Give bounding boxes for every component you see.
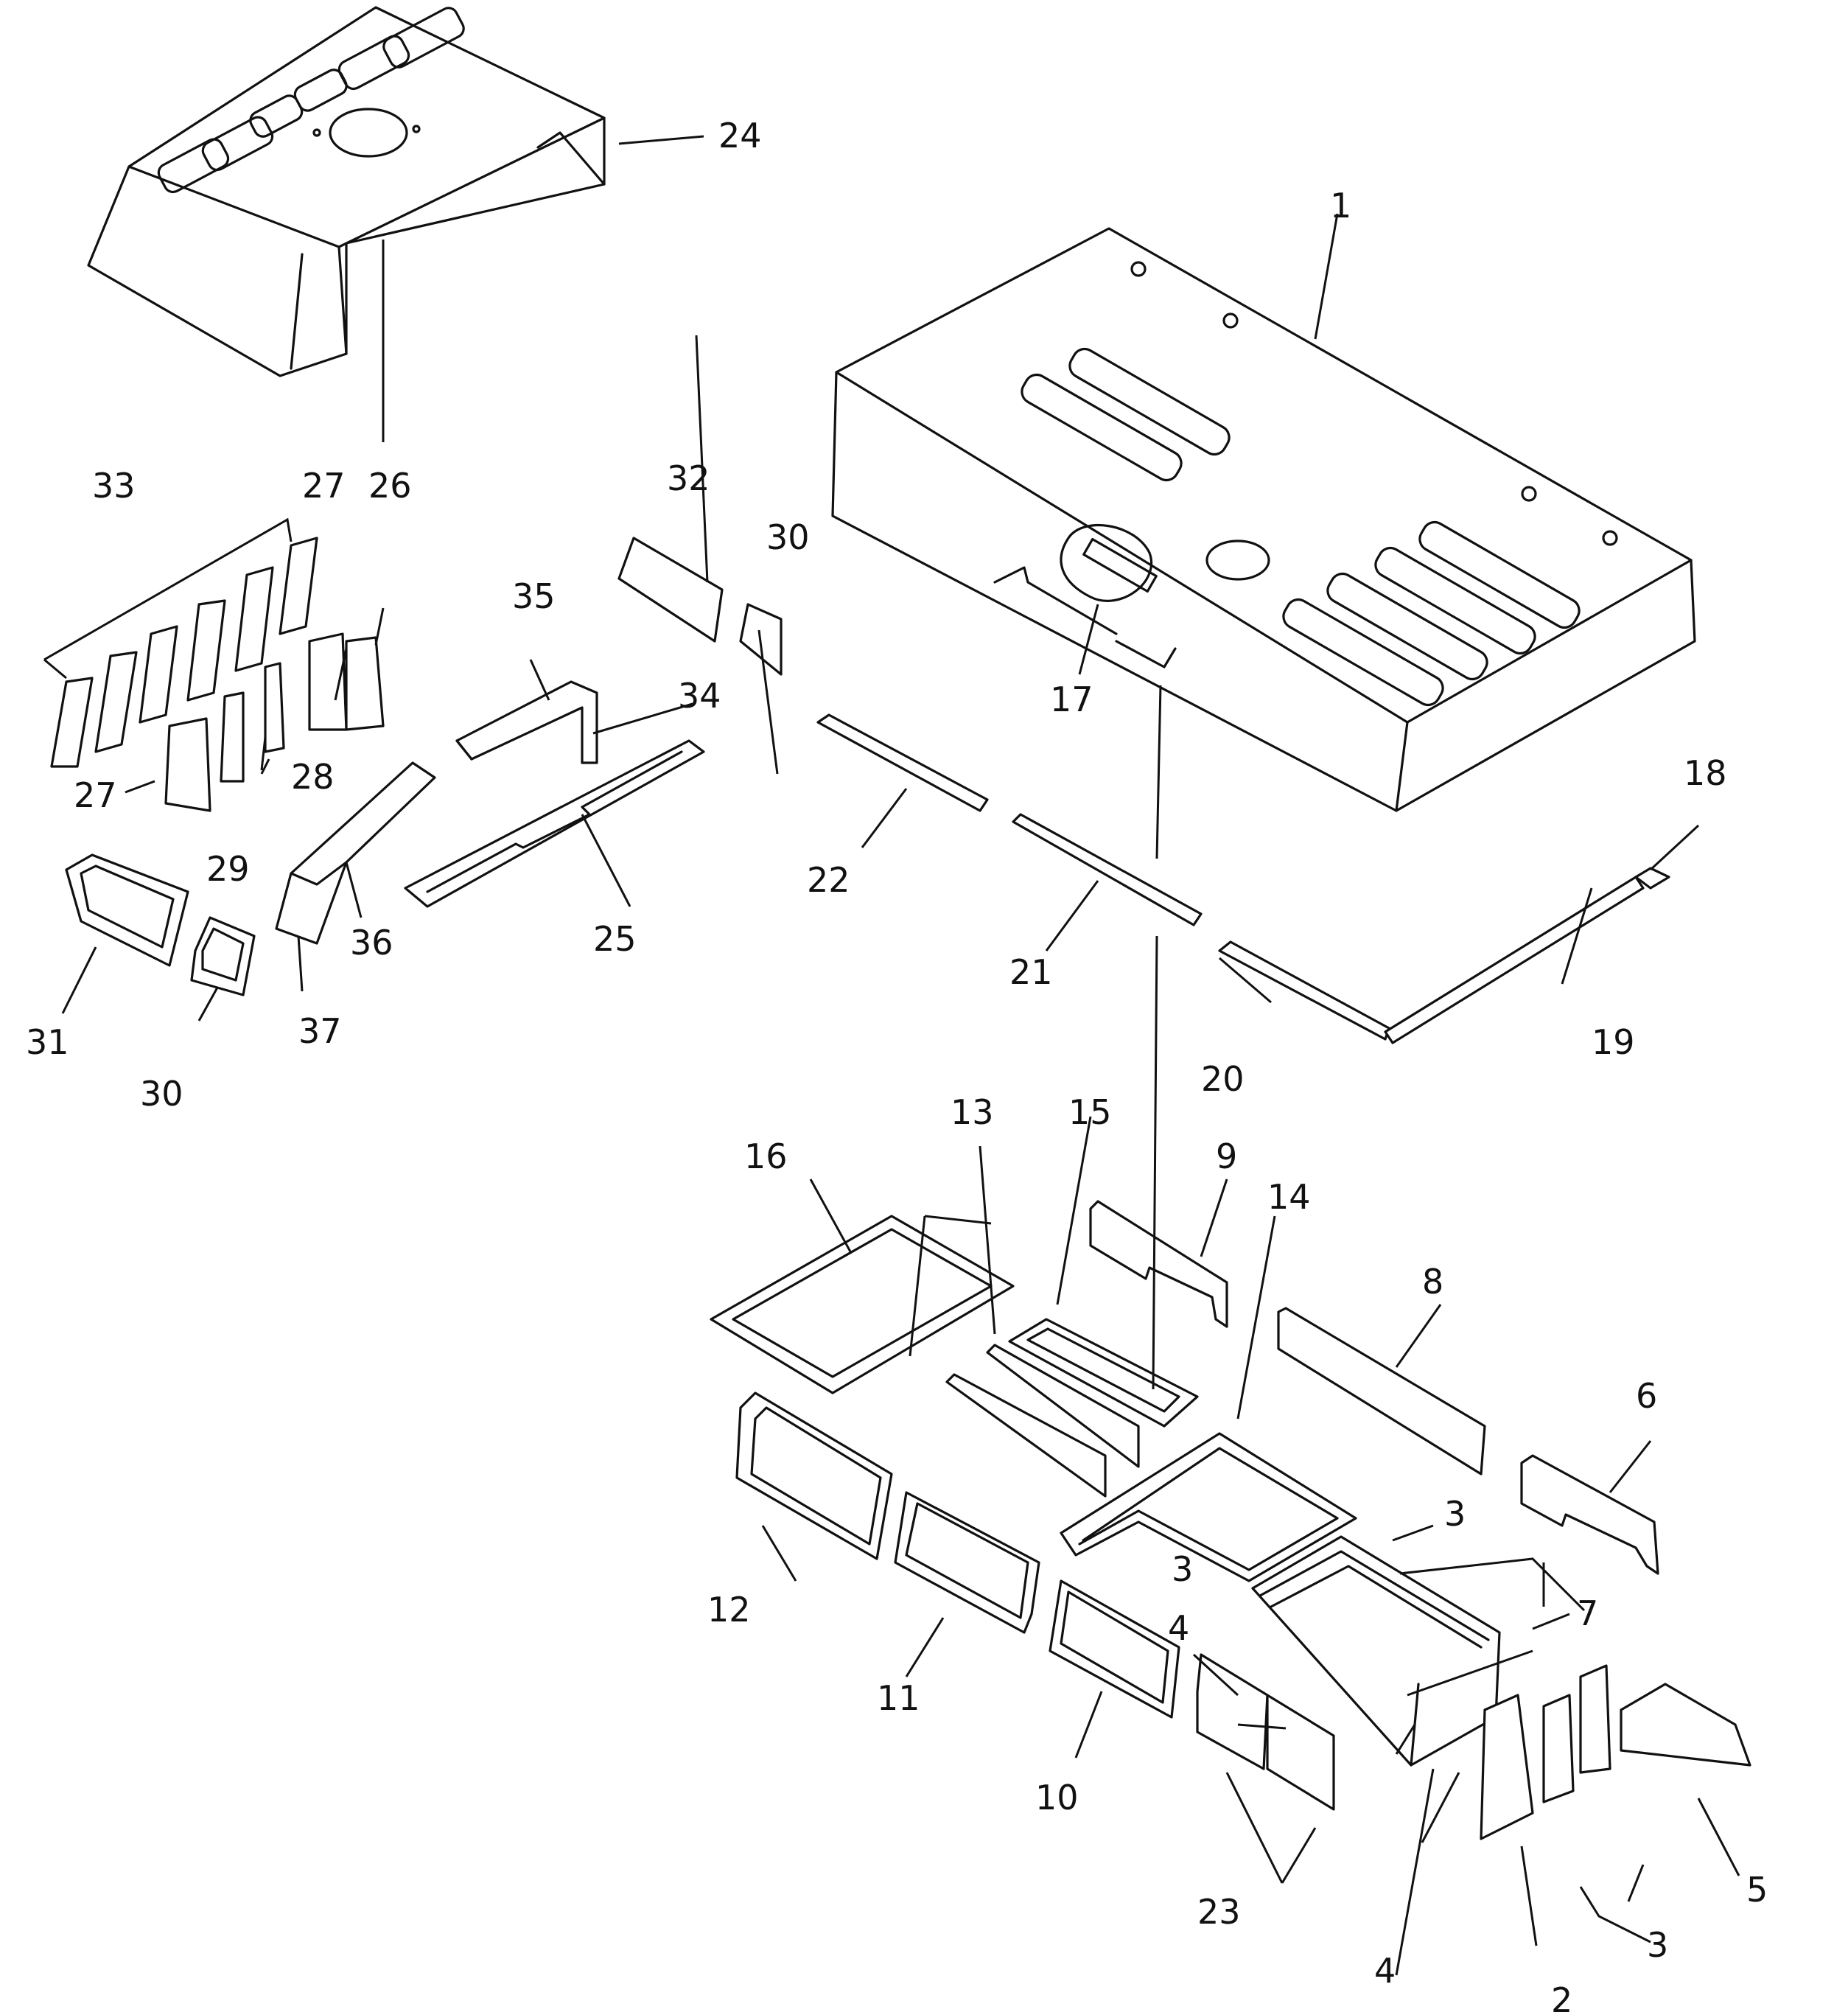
- callout-18: 18: [1684, 753, 1727, 793]
- part-26-27-foam-blocks: [164, 632, 385, 812]
- callout-30a: 30: [766, 517, 810, 557]
- part-32-30-pads: [617, 537, 783, 676]
- part-35-34-bracket: [455, 680, 598, 764]
- callout-30b: 30: [140, 1074, 183, 1114]
- callout-34: 34: [678, 676, 721, 716]
- callout-28: 28: [291, 757, 335, 797]
- callout-19: 19: [1592, 1022, 1635, 1062]
- callout-13: 13: [951, 1092, 994, 1132]
- callout-4a: 4: [1168, 1608, 1189, 1648]
- callout-17: 17: [1050, 680, 1093, 719]
- part-8-plate: [1277, 1307, 1486, 1476]
- callout-26: 26: [368, 466, 412, 506]
- part-9-plate: [1089, 1200, 1228, 1328]
- part-16-frame: [710, 1215, 1015, 1394]
- part-36-37-duct: [275, 761, 436, 945]
- callout-16: 16: [744, 1136, 788, 1176]
- callout-12: 12: [707, 1590, 751, 1630]
- callout-32: 32: [667, 458, 710, 498]
- callout-labels: 24 1 17 18 19 20 21 22 25 32 30 35 34 36…: [26, 116, 1768, 2015]
- callout-33: 33: [92, 466, 136, 506]
- callout-6: 6: [1636, 1376, 1657, 1416]
- callout-3b: 3: [1172, 1549, 1193, 1589]
- callout-14: 14: [1267, 1177, 1311, 1217]
- part-1-large-hood: [831, 227, 1696, 812]
- callout-3c: 3: [1647, 1925, 1668, 1965]
- callout-3a: 3: [1444, 1494, 1466, 1534]
- callout-35: 35: [512, 576, 556, 616]
- callout-36: 36: [350, 923, 393, 963]
- callout-1: 1: [1330, 186, 1351, 226]
- callout-22: 22: [807, 860, 850, 900]
- callout-8: 8: [1422, 1262, 1443, 1302]
- callout-24: 24: [718, 116, 762, 156]
- callout-29: 29: [206, 849, 250, 889]
- part-22-21-20-19-strips: [816, 713, 1670, 1044]
- part-15-frame: [1008, 1318, 1199, 1428]
- part-12-11-10-gaskets: [735, 1391, 1180, 1719]
- callout-27a: 27: [302, 466, 346, 506]
- callout-25: 25: [593, 919, 637, 959]
- callout-4b: 4: [1374, 1951, 1396, 1991]
- part-33-seal-strips: [50, 537, 318, 768]
- callout-31: 31: [26, 1022, 69, 1062]
- part-30-31-gaskets: [65, 853, 256, 996]
- callout-9: 9: [1216, 1136, 1237, 1176]
- callout-11: 11: [877, 1678, 920, 1718]
- part-25-frame-seal: [404, 739, 705, 908]
- callout-5: 5: [1746, 1870, 1768, 1910]
- callout-23: 23: [1197, 1892, 1241, 1932]
- part-23-gaskets: [1196, 1653, 1335, 1811]
- part-24-small-hood: [87, 6, 606, 377]
- callout-7: 7: [1577, 1593, 1598, 1633]
- callout-2: 2: [1551, 1980, 1572, 2015]
- part-2-3-5-gaskets: [1480, 1664, 1751, 1840]
- part-6-plate: [1520, 1454, 1659, 1575]
- part-13-seal-pads: [945, 1344, 1140, 1498]
- callout-21: 21: [1009, 952, 1053, 992]
- callout-37: 37: [298, 1011, 342, 1051]
- callout-27b: 27: [74, 775, 117, 815]
- callout-15: 15: [1068, 1092, 1112, 1132]
- callout-20: 20: [1201, 1059, 1245, 1099]
- callout-10: 10: [1035, 1778, 1079, 1817]
- leader-lines: [43, 135, 1740, 1976]
- part-14-frame: [1060, 1432, 1357, 1582]
